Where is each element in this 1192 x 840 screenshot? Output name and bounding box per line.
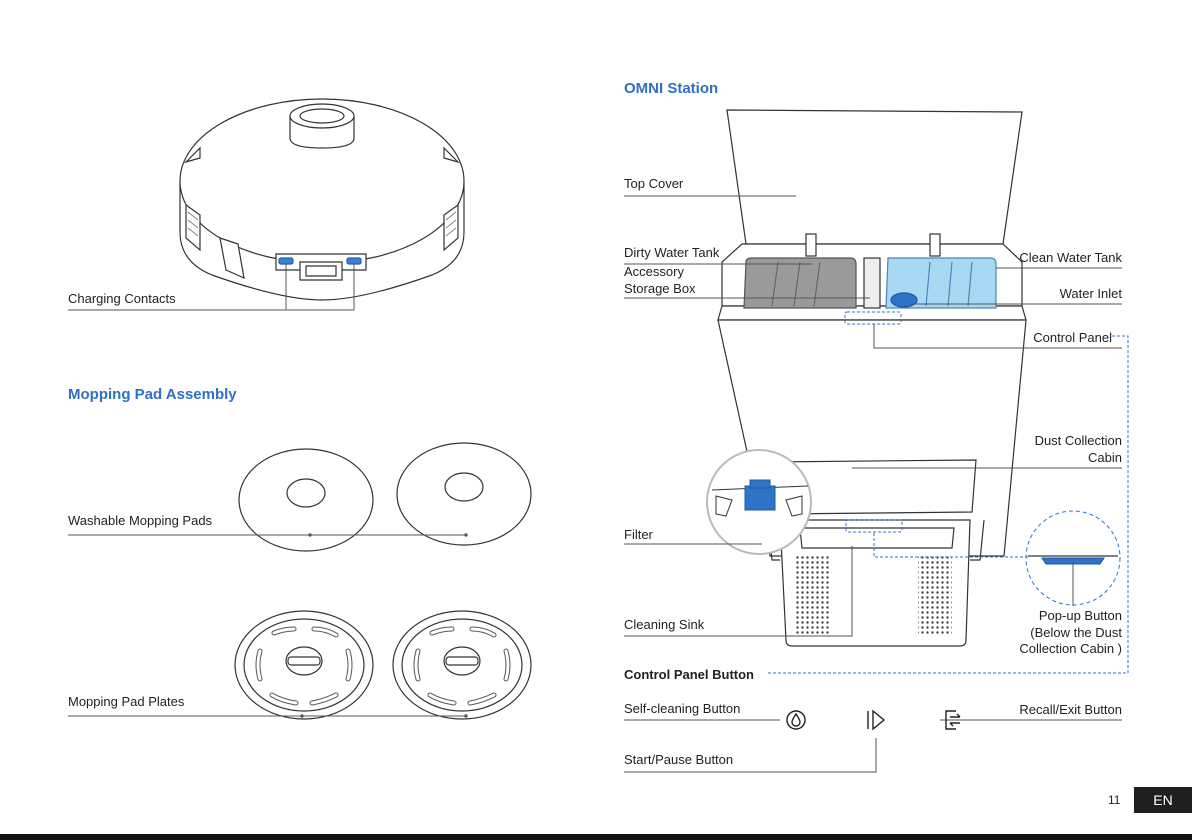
self-cleaning-button-label: Self-cleaning Button (624, 701, 741, 716)
popup-label-line3: Collection Cabin ) (1019, 641, 1122, 656)
self-cleaning-icon (786, 710, 806, 730)
filter-zoom-illustration (706, 449, 812, 555)
dust-cabin-label-line2: Cabin (1088, 450, 1122, 465)
start-pause-button-label: Start/Pause Button (624, 752, 734, 767)
station-leader-lines (624, 195, 1122, 773)
washable-pads-illustration (238, 442, 532, 552)
top-cover-label: Top Cover (624, 176, 684, 191)
mopping-plates-label: Mopping Pad Plates (68, 694, 185, 709)
omni-station-illustration (717, 109, 1027, 647)
clean-tank-label: Clean Water Tank (1019, 250, 1122, 265)
charging-leader-lines (68, 264, 355, 311)
mopping-section-title: Mopping Pad Assembly (68, 386, 237, 403)
washable-pads-label: Washable Mopping Pads (68, 513, 213, 528)
start-pause-icon (867, 709, 886, 731)
recall-exit-button-label: Recall/Exit Button (1019, 702, 1122, 717)
popup-label-line2: (Below the Dust (1030, 625, 1122, 640)
language-badge: EN (1134, 787, 1192, 813)
omni-station-title: OMNI Station (624, 80, 719, 97)
control-panel-label: Control Panel (1033, 330, 1112, 345)
accessory-label-line1: Accessory (624, 264, 684, 279)
bottom-bar (0, 834, 1192, 840)
popup-label-line1: Pop-up Button (1038, 608, 1122, 623)
cleaning-sink-label: Cleaning Sink (624, 617, 705, 632)
recall-exit-icon (945, 710, 961, 730)
water-inlet-label: Water Inlet (1059, 286, 1122, 301)
charging-contacts-label: Charging Contacts (68, 291, 176, 306)
mopping-plates-illustration (234, 610, 532, 720)
accessory-label-line2: Storage Box (624, 281, 696, 296)
control-panel-button-heading: Control Panel Button (624, 667, 754, 682)
page-number: 11 (1108, 793, 1121, 807)
dust-cabin-label-line1: Dust Collection (1034, 433, 1122, 448)
filter-label: Filter (624, 527, 653, 542)
robot-vacuum-illustration (179, 98, 465, 301)
popup-zoom-illustration (1025, 510, 1121, 606)
dirty-tank-label: Dirty Water Tank (624, 245, 720, 260)
